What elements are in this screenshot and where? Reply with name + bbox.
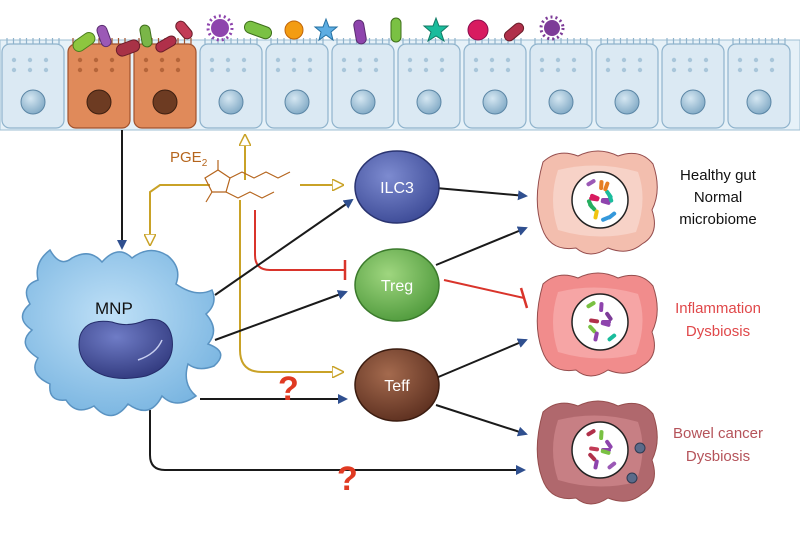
epithelial-cell (199, 38, 263, 129)
microbes (72, 14, 565, 57)
rod-bacterium-icon (96, 24, 112, 48)
rod-bacterium-icon (72, 32, 96, 52)
rod-bacterium-icon (155, 35, 177, 53)
star-microbe-icon (313, 17, 339, 42)
epithelial-cell (331, 38, 395, 129)
epithelial-cell (265, 38, 329, 129)
pge2-structure-icon (204, 160, 291, 203)
cancer-outcome-label: Bowel cancer Dysbiosis (673, 425, 763, 465)
rod-bacterium-icon (390, 17, 402, 43)
ilc3-label: ILC3 (380, 180, 414, 197)
epithelial-cell (529, 38, 593, 129)
epithelial-cell (463, 38, 527, 129)
epithelial-cell-stressed (67, 38, 131, 129)
treg-label: Treg (381, 278, 413, 295)
inflammation-outcome-label: Inflammation Dysbiosis (675, 300, 761, 340)
rod-bacterium-icon (503, 22, 525, 42)
svg-text:Bowel cancer: Bowel cancer (673, 425, 763, 442)
treg-cell: Treg (354, 248, 440, 322)
svg-text:Inflammation: Inflammation (675, 300, 761, 317)
healthy-gut-icon (536, 150, 658, 255)
epithelium-layer (0, 38, 800, 131)
pge2-molecule: PGE2 (170, 149, 291, 203)
pge2-inhibits-treg (254, 210, 345, 271)
question-mark-teff: ? (278, 370, 299, 408)
pge2-to-teff-arrow (239, 200, 342, 372)
teff-cell: Teff (354, 348, 440, 422)
pathway-connectors (117, 130, 529, 475)
question-mark-cancer: ? (337, 460, 358, 498)
epithelial-cell-stressed (133, 38, 197, 129)
svg-text:Normal: Normal (694, 189, 742, 206)
ilc3-to-healthy-arrow (435, 187, 528, 201)
pge2-label: PGE2 (170, 149, 208, 169)
teff-label: Teff (384, 378, 410, 395)
svg-text:Healthy gut: Healthy gut (680, 167, 757, 184)
coccus-icon (467, 19, 489, 41)
mnp-label: MNP (95, 299, 133, 318)
cancer-gut-icon (536, 400, 658, 505)
rod-bacterium-icon (353, 19, 367, 45)
rod-bacterium-icon (243, 20, 273, 40)
svg-text:Dysbiosis: Dysbiosis (686, 323, 750, 340)
inflamed-gut-icon (536, 272, 658, 377)
virus-icon (539, 15, 565, 41)
rod-bacterium-icon (115, 39, 141, 57)
star-microbe-icon (422, 16, 450, 43)
mnp-to-cancer-arrow (149, 410, 526, 475)
epithelial-cell (595, 38, 659, 129)
mnp-to-treg-arrow (214, 290, 348, 341)
mnp-to-ilc3-arrow (214, 198, 354, 296)
epithelial-cell (661, 38, 725, 129)
pge2-to-mnp-arrow (150, 184, 210, 244)
treg-to-healthy-arrow (435, 226, 528, 266)
treg-inhibits-inflammation (443, 279, 525, 299)
epithelial-cell (727, 38, 791, 129)
svg-text:microbiome: microbiome (679, 211, 757, 228)
teff-to-cancer-arrow (435, 404, 528, 437)
svg-text:Dysbiosis: Dysbiosis (686, 448, 750, 465)
ilc3-cell: ILC3 (354, 150, 440, 224)
coccus-icon (284, 20, 304, 40)
teff-to-inflammation-arrow (435, 338, 528, 379)
epithelial-cell (397, 38, 461, 129)
rod-bacterium-icon (175, 20, 193, 40)
epithelial-cell (1, 38, 65, 129)
rod-bacterium-icon (139, 24, 153, 48)
healthy-outcome-label: Healthy gut Normal microbiome (679, 167, 757, 228)
mnp-cell: MNP (21, 248, 222, 417)
virus-icon (206, 14, 234, 42)
